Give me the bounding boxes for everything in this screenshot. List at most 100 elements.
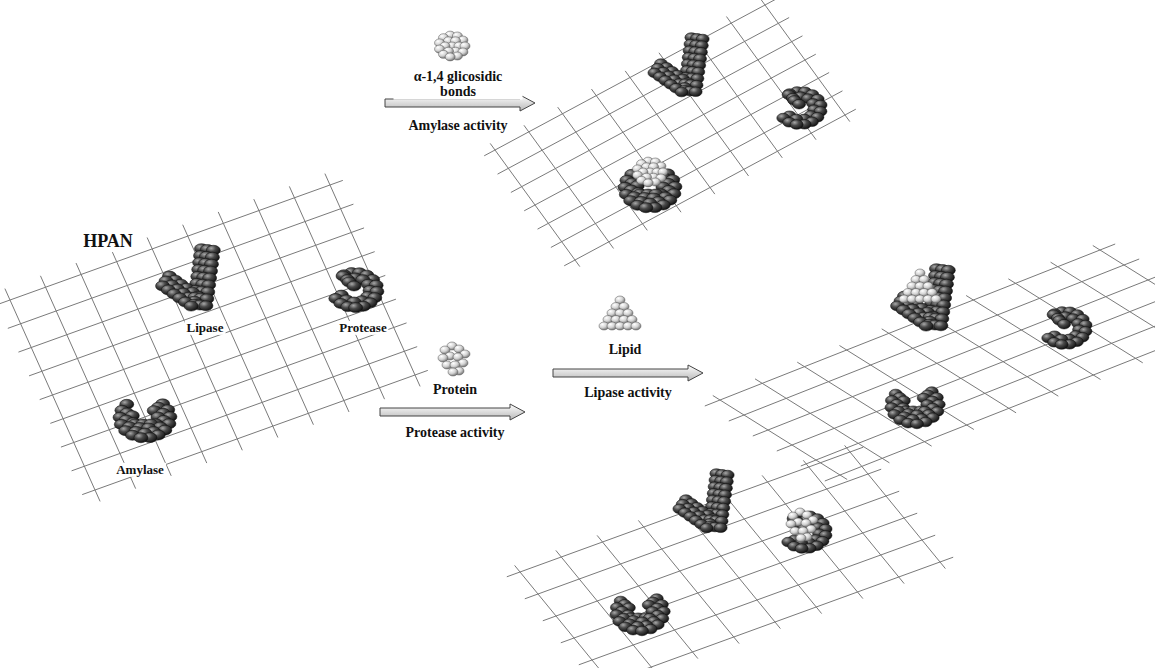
grid-line [1008, 279, 1142, 363]
activity-label: Lipase activity [582, 385, 674, 400]
sphere [1055, 340, 1068, 350]
enzyme-label: Lipase [185, 321, 226, 335]
grid-line [924, 312, 1058, 396]
grid-line [484, 0, 776, 156]
lipase-enzyme [891, 264, 956, 331]
sphere [793, 99, 806, 109]
amylase-enzyme [885, 387, 945, 429]
starch-substrate [435, 31, 470, 61]
sphere [796, 534, 806, 542]
grid-line [797, 362, 931, 446]
lipid-substrate [599, 296, 641, 330]
grid-plane [484, 0, 856, 267]
activity-label: Amylase activity [406, 118, 509, 133]
substrate-label: Lipid [607, 342, 644, 357]
grid-line [561, 513, 917, 643]
sphere [184, 301, 198, 311]
grid-line [839, 346, 973, 430]
sphere [347, 281, 361, 291]
enzyme-label: Protease [337, 321, 388, 335]
grid-line [511, 36, 803, 193]
substrate-label: α-1,4 glicosidic bonds [394, 69, 523, 100]
grid-line [515, 565, 616, 668]
figure-title: HPAN [81, 232, 135, 252]
lipid-substrate [899, 269, 941, 303]
grid-line [801, 304, 1155, 466]
sphere [1058, 319, 1071, 329]
amylase-enzyme [610, 594, 670, 636]
sphere [689, 87, 702, 97]
sphere [714, 523, 727, 533]
sphere [919, 321, 933, 331]
grid-line [8, 204, 354, 328]
grid-line [538, 73, 830, 230]
sphere [934, 321, 948, 331]
grid-line [289, 186, 384, 399]
lipase-enzyme [648, 33, 709, 97]
sphere [795, 544, 808, 554]
grid-line [498, 18, 790, 175]
grid-line [40, 275, 386, 399]
lipase-enzyme [156, 244, 221, 311]
grid-line [966, 296, 1100, 380]
activity-label: Protease activity [404, 425, 507, 440]
substrate-label: Protein [431, 382, 479, 397]
lipase-enzyme [673, 469, 734, 533]
grid-plane [507, 445, 953, 668]
grid-line [753, 274, 1155, 436]
grid-line [18, 228, 364, 352]
grid-line [597, 557, 953, 668]
sphere [675, 87, 688, 97]
amylase-enzyme [113, 399, 177, 443]
sphere [790, 120, 803, 130]
protease-enzyme [1042, 307, 1092, 350]
grid-line [61, 323, 407, 447]
sphere [643, 179, 653, 187]
protein-substrate [438, 342, 470, 376]
grid-line [0, 180, 343, 304]
reaction-arrow [380, 404, 525, 420]
grid-line [705, 244, 1115, 406]
sphere [349, 303, 363, 313]
protein-substrate [786, 508, 818, 542]
grid-line [1093, 246, 1155, 330]
grid-line [825, 319, 1155, 481]
sphere [635, 626, 648, 636]
protease-enzyme [782, 511, 832, 554]
sphere [639, 203, 653, 213]
starch-substrate [633, 157, 668, 187]
sphere [631, 322, 641, 330]
grid-line [564, 109, 856, 266]
grid-line [325, 174, 420, 387]
grid-line [755, 379, 889, 463]
reaction-arrow [553, 365, 703, 381]
grid-line [29, 252, 375, 376]
grid-line [882, 329, 1016, 413]
enzyme-label: Amylase [114, 463, 166, 477]
sphere [199, 301, 213, 311]
sphere [931, 295, 941, 303]
grid-line [713, 396, 847, 480]
grid-line [82, 370, 428, 494]
sphere [910, 419, 923, 429]
sphere [448, 368, 458, 376]
sphere [700, 523, 713, 533]
protease-enzyme [777, 87, 827, 130]
grid-line [729, 259, 1139, 421]
grid-line [524, 54, 816, 211]
grid-plane [705, 244, 1155, 481]
amylase-enzyme [618, 169, 682, 213]
grid-line [556, 550, 657, 668]
grid-line [777, 289, 1155, 451]
protease-enzyme [329, 268, 384, 313]
grid-line [525, 469, 881, 599]
grid-line [72, 347, 418, 471]
grid-line [551, 91, 843, 248]
grid-line [579, 535, 935, 665]
grid-line [507, 447, 863, 577]
sphere [445, 53, 455, 61]
grid-line [50, 299, 396, 423]
